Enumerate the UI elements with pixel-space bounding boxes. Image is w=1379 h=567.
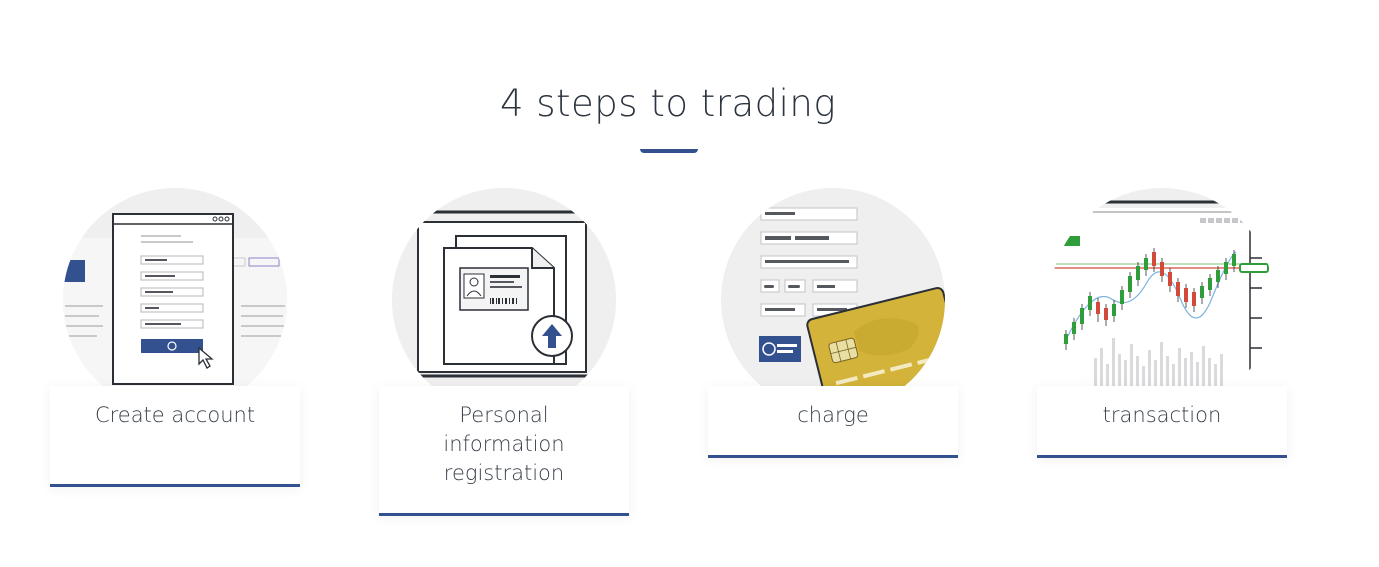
create-account-illustration [63, 188, 287, 412]
step-label-card: Personal information registration [379, 386, 629, 516]
step-label-card: Create account [50, 386, 300, 487]
title-underline [640, 149, 698, 153]
credit-card-payment-illustration [721, 188, 945, 412]
step-label: Personal information registration [443, 403, 565, 485]
step-label-card: charge [708, 386, 958, 458]
id-upload-illustration [392, 188, 616, 412]
step-label-card: transaction [1037, 386, 1287, 458]
step-label: transaction [1102, 403, 1222, 427]
step-label: Create account [94, 403, 256, 427]
page-title: 4 steps to trading [499, 82, 837, 125]
step-label: charge [797, 403, 869, 427]
candlestick-chart-illustration [1050, 188, 1274, 412]
